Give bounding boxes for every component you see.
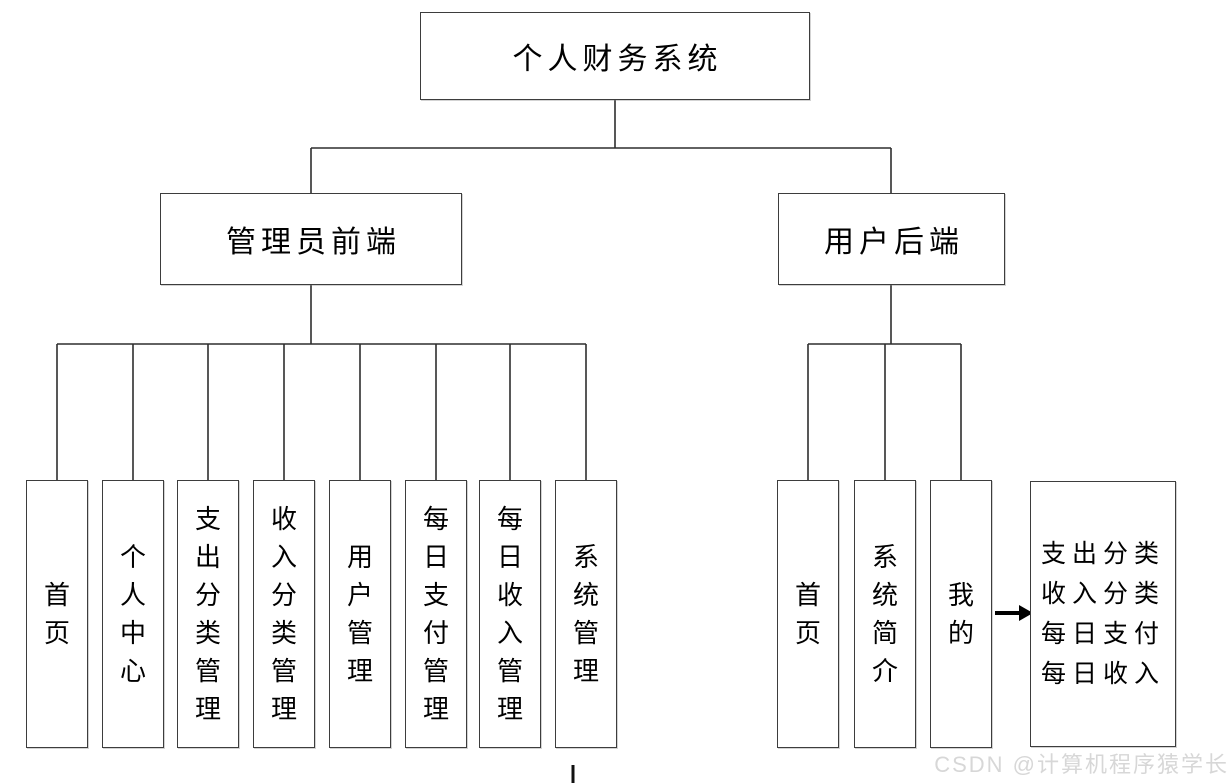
- node-daily-payment-mgmt: 每日支付管理: [405, 480, 467, 748]
- node-admin-frontend: 管理员前端: [160, 193, 462, 285]
- node-mine-detail-lines: 支出分类 收入分类 每日支付 每日收入: [1031, 482, 1175, 746]
- node-root-label: 个人财务系统: [512, 43, 723, 76]
- node-system-intro-label: 系统简介: [871, 542, 898, 686]
- node-user-backend: 用户后端: [778, 193, 1005, 285]
- node-admin-home: 首页: [26, 480, 88, 748]
- node-admin-home-label: 首页: [43, 580, 70, 648]
- node-expense-category-mgmt: 支出分类管理: [177, 480, 239, 748]
- detail-line-expense-category: 支出分类: [1040, 540, 1165, 568]
- node-personal-center: 个人中心: [102, 480, 164, 748]
- node-user-home-label: 首页: [794, 580, 821, 648]
- node-root: 个人财务系统: [420, 12, 810, 100]
- node-mine: 我的: [930, 480, 992, 748]
- detail-line-daily-payment: 每日支付: [1040, 620, 1165, 648]
- node-user-home: 首页: [777, 480, 839, 748]
- node-admin-frontend-label: 管理员前端: [226, 226, 401, 259]
- node-user-mgmt-label: 用户管理: [346, 542, 373, 686]
- node-system-intro: 系统简介: [854, 480, 916, 748]
- connector-root: [310, 100, 892, 193]
- node-system-mgmt: 系统管理: [555, 480, 617, 748]
- csdn-watermark: CSDN @计算机程序猿学长: [934, 752, 1229, 777]
- connector-admin-bus: [56, 285, 587, 480]
- node-daily-income-mgmt-label: 每日收入管理: [496, 504, 523, 724]
- node-system-mgmt-label: 系统管理: [572, 542, 599, 686]
- node-expense-category-mgmt-label: 支出分类管理: [194, 504, 221, 724]
- node-income-category-mgmt: 收入分类管理: [253, 480, 315, 748]
- detail-line-daily-income: 每日收入: [1040, 660, 1165, 688]
- connector-user-bus: [807, 285, 962, 480]
- node-personal-center-label: 个人中心: [119, 542, 146, 686]
- detail-line-income-category: 收入分类: [1040, 580, 1165, 608]
- node-mine-label: 我的: [947, 580, 974, 648]
- node-daily-payment-mgmt-label: 每日支付管理: [422, 504, 449, 724]
- node-income-category-mgmt-label: 收入分类管理: [270, 504, 297, 724]
- arrow-head-icon: [1019, 605, 1033, 621]
- node-daily-income-mgmt: 每日收入管理: [479, 480, 541, 748]
- node-mine-detail: 支出分类 收入分类 每日支付 每日收入: [1030, 481, 1176, 747]
- node-user-backend-label: 用户后端: [824, 226, 964, 259]
- node-user-mgmt: 用户管理: [329, 480, 391, 748]
